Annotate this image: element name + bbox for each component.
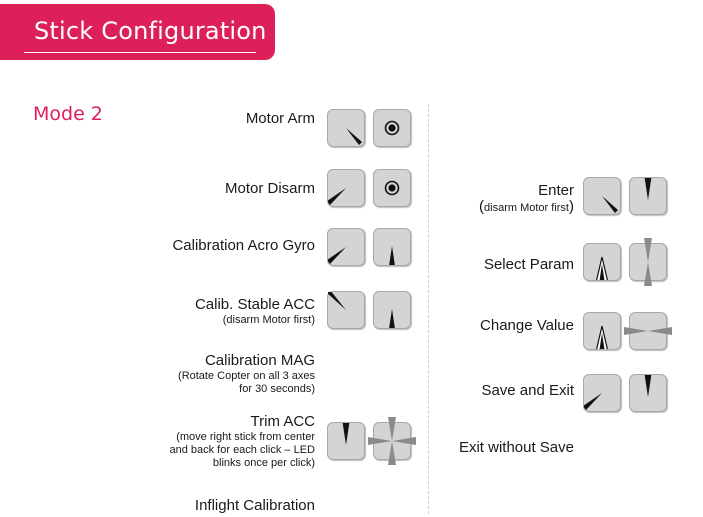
exit-without-save-label: Exit without Save (458, 439, 574, 456)
stick-top-icon (629, 374, 667, 412)
title-banner: Stick Configuration (0, 4, 275, 60)
stick-center-icon (373, 109, 411, 147)
stick-updown-icon (629, 238, 667, 286)
stick-down-left-icon (327, 169, 365, 207)
enter-label: Enter (538, 182, 574, 199)
motor-arm-label: Motor Arm (245, 110, 315, 127)
trim-acc-note-2: and back for each click – LED (169, 444, 315, 456)
stick-center-icon (373, 169, 411, 207)
page-title: Stick Configuration (34, 17, 267, 45)
trim-acc-label: Trim ACC (250, 413, 315, 430)
stick-cross-icon (368, 417, 416, 465)
enter-note-close: ) (569, 198, 574, 215)
calib-stable-note: (disarm Motor first) (222, 314, 315, 326)
calib-stable-label: Calib. Stable ACC (194, 296, 315, 313)
stick-up-icon (583, 312, 621, 350)
enter-note-text: disarm Motor first (484, 202, 569, 214)
mode-label: Mode 2 (33, 103, 103, 125)
title-underline (24, 52, 256, 53)
save-exit-label: Save and Exit (481, 382, 574, 399)
calib-acro-label: Calibration Acro Gyro (172, 237, 315, 254)
enter-note: (disarm Motor first) (479, 198, 574, 215)
stick-top-icon (629, 177, 667, 215)
motor-disarm-label: Motor Disarm (224, 180, 315, 197)
stick-top-icon (327, 422, 365, 460)
stick-down-right-icon (327, 109, 365, 147)
stick-up-icon (373, 291, 411, 329)
stick-up-icon (373, 228, 411, 266)
calib-mag-label: Calibration MAG (204, 352, 315, 369)
change-value-label: Change Value (480, 317, 574, 334)
trim-acc-note-3: blinks once per click) (212, 457, 315, 469)
stick-up-left-icon (327, 291, 365, 329)
select-param-label: Select Param (483, 256, 574, 273)
stick-up-icon (583, 243, 621, 281)
calib-mag-note-1: (Rotate Copter on all 3 axes (178, 370, 315, 382)
column-divider (428, 104, 429, 514)
stick-down-left-icon (583, 374, 621, 412)
stick-leftright-icon (624, 312, 672, 350)
trim-acc-note-1: (move right stick from center (176, 431, 315, 443)
stick-down-left-icon (327, 228, 365, 266)
enter-note-open: ( (479, 198, 485, 215)
inflight-calibration-label: Inflight Calibration (194, 497, 315, 514)
stick-down-right-icon (583, 177, 621, 215)
calib-mag-note-2: for 30 seconds) (239, 383, 315, 395)
